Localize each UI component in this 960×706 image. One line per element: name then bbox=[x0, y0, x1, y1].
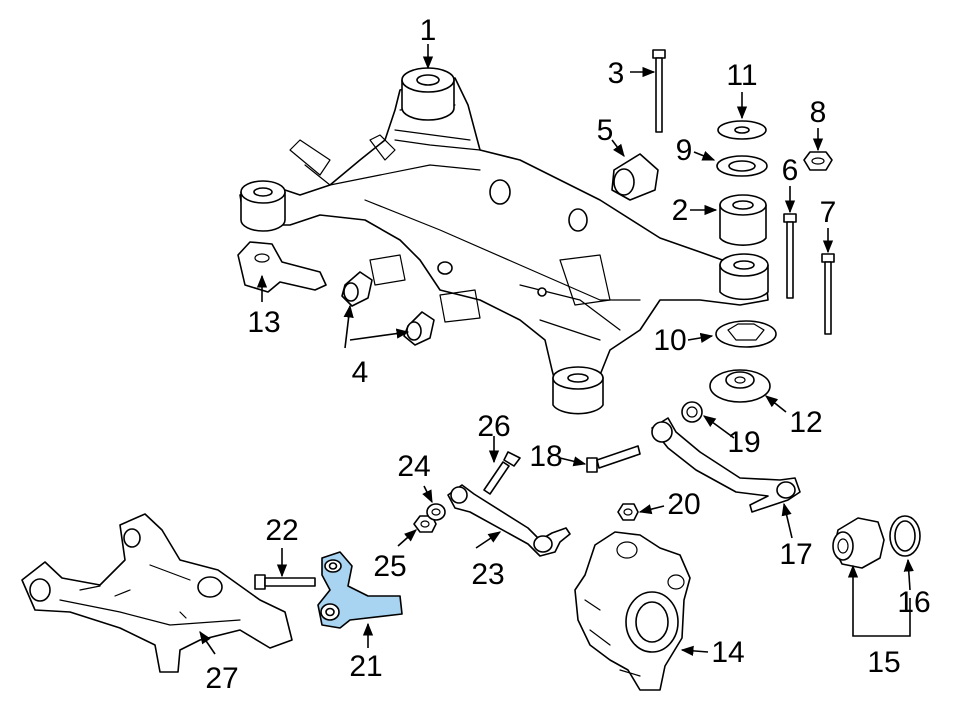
callout-23: 23 bbox=[471, 558, 504, 591]
callout-9: 9 bbox=[676, 134, 693, 167]
callout-1: 1 bbox=[420, 14, 437, 47]
plate-10 bbox=[715, 320, 777, 348]
washer-11 bbox=[717, 120, 767, 140]
bushing-15 bbox=[832, 517, 885, 569]
leader-lines bbox=[199, 44, 914, 656]
callout-2: 2 bbox=[672, 194, 689, 227]
bolt-6 bbox=[783, 213, 797, 299]
knuckle-14 bbox=[574, 531, 691, 691]
bolt-3 bbox=[652, 49, 666, 133]
callout-14: 14 bbox=[711, 636, 744, 669]
bracket-13 bbox=[237, 241, 327, 293]
callout-5: 5 bbox=[597, 114, 614, 147]
washer-24 bbox=[426, 503, 446, 521]
bushing-5 bbox=[611, 153, 659, 201]
callout-3: 3 bbox=[608, 57, 625, 90]
carrier-27 bbox=[21, 513, 293, 673]
callout-27: 27 bbox=[205, 662, 238, 695]
callout-17: 17 bbox=[779, 538, 812, 571]
bolt-22 bbox=[254, 574, 316, 590]
callout-16: 16 bbox=[897, 586, 930, 619]
nut-8 bbox=[803, 151, 833, 171]
mount-12 bbox=[709, 369, 771, 403]
bushing-2 bbox=[719, 194, 767, 246]
callout-22: 22 bbox=[265, 514, 298, 547]
callout-24: 24 bbox=[397, 450, 430, 483]
bolt-18 bbox=[586, 445, 641, 473]
bolt-7 bbox=[821, 253, 835, 335]
link-21-highlighted bbox=[317, 551, 403, 629]
bolt-26 bbox=[483, 451, 521, 495]
washer-9 bbox=[716, 155, 768, 177]
callout-10: 10 bbox=[653, 324, 686, 357]
callout-26: 26 bbox=[477, 410, 510, 443]
callout-13: 13 bbox=[247, 306, 280, 339]
callout-15: 15 bbox=[867, 646, 900, 679]
callout-11: 11 bbox=[726, 59, 757, 92]
callout-6: 6 bbox=[782, 154, 799, 187]
callout-18: 18 bbox=[529, 440, 562, 473]
bushing-19 bbox=[681, 401, 703, 423]
callout-4: 4 bbox=[352, 356, 369, 389]
nut-25 bbox=[413, 515, 437, 533]
subframe bbox=[239, 67, 769, 415]
callout-25: 25 bbox=[373, 550, 406, 583]
control-arm-17 bbox=[651, 417, 801, 513]
nut-20 bbox=[617, 503, 639, 521]
callout-8: 8 bbox=[810, 96, 827, 129]
seal-16 bbox=[889, 515, 921, 557]
link-23 bbox=[447, 484, 571, 557]
callout-7: 7 bbox=[820, 196, 837, 229]
callout-12: 12 bbox=[789, 406, 822, 439]
callout-19: 19 bbox=[727, 426, 760, 459]
callout-21: 21 bbox=[349, 650, 382, 683]
callout-labels: 1 2 3 4 5 6 7 8 9 10 11 12 13 14 15 16 1… bbox=[205, 14, 930, 695]
callout-20: 20 bbox=[667, 488, 700, 521]
